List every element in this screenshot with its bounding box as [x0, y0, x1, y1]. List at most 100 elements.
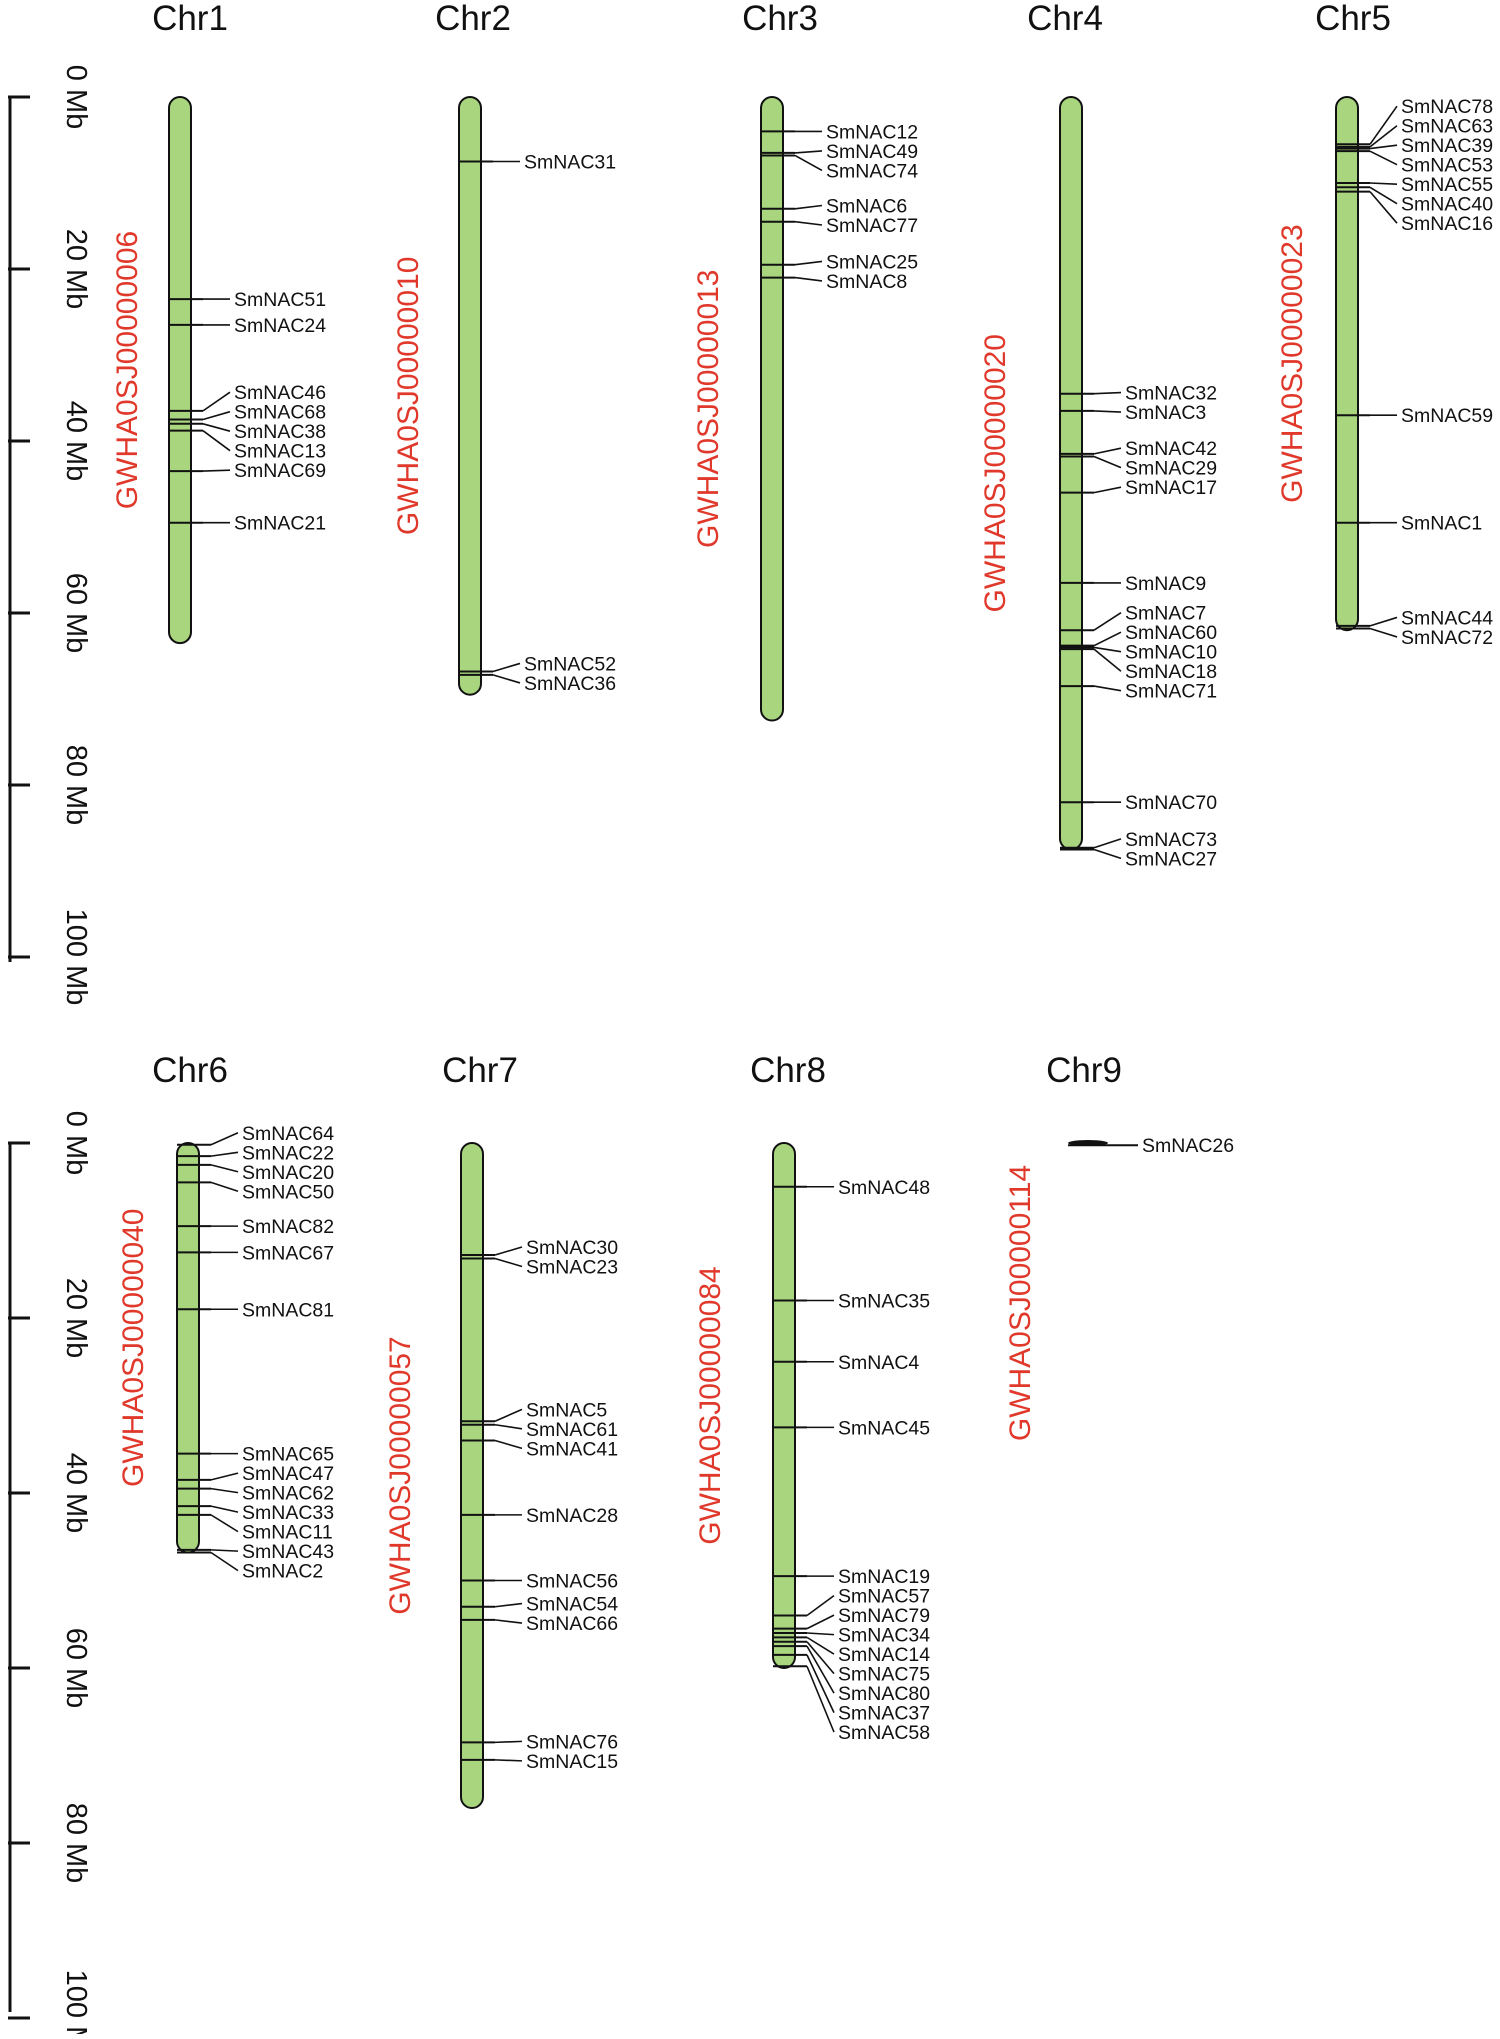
- gene-label: SmNAC24: [234, 315, 326, 337]
- gene-connector: [210, 1132, 239, 1146]
- gene-label: SmNAC4: [838, 1352, 919, 1374]
- gene-connector: [1369, 125, 1398, 148]
- gene-label: SmNAC33: [242, 1502, 334, 1524]
- scale-tick-label: 20 Mb: [60, 229, 92, 310]
- gene-label: SmNAC78: [1401, 96, 1493, 118]
- chromosome-body: [1335, 96, 1359, 632]
- chromosome-title: Chr7: [442, 1051, 518, 1090]
- gene-label: SmNAC13: [234, 441, 326, 463]
- gene-label: SmNAC66: [526, 1613, 618, 1635]
- gene-connector: [494, 1619, 523, 1624]
- gene-connector: [494, 1602, 523, 1608]
- gene-label: SmNAC23: [526, 1257, 618, 1279]
- gene-label: SmNAC49: [826, 141, 918, 163]
- chromosome-title: Chr1: [152, 0, 228, 38]
- gene-label: SmNAC6: [826, 196, 907, 218]
- gene-connector: [806, 1641, 835, 1675]
- gene-connector: [202, 469, 231, 472]
- chromosome-title: Chr3: [742, 0, 818, 38]
- gene-label: SmNAC61: [526, 1419, 618, 1441]
- scale-tick-label: 100 Mb: [60, 909, 92, 1006]
- scale-tick-label: 100 Mb: [60, 1970, 92, 2034]
- gene-label: SmNAC31: [524, 152, 616, 174]
- gene-connector: [494, 1740, 523, 1744]
- gene-connector: [210, 1181, 239, 1193]
- gene-connector: [1093, 646, 1122, 653]
- gene-connector: [202, 391, 231, 412]
- gene-label: SmNAC16: [1401, 213, 1493, 235]
- gene-label: SmNAC7: [1125, 603, 1206, 625]
- gene-connector: [210, 1472, 239, 1481]
- gene-label: SmNAC73: [1125, 829, 1217, 851]
- scale-tick-label: 60 Mb: [60, 1628, 92, 1709]
- gene-connector: [210, 1151, 239, 1157]
- gene-connector: [806, 1636, 835, 1655]
- gene-connector: [1369, 182, 1398, 185]
- gene-connector: [1369, 616, 1398, 627]
- gene-connector: [794, 154, 823, 172]
- gene-label: SmNAC70: [1125, 792, 1217, 814]
- gene-label: SmNAC14: [838, 1644, 930, 1666]
- gene-connector: [1369, 191, 1398, 224]
- gene-label: SmNAC20: [242, 1162, 334, 1184]
- gene-label: SmNAC59: [1401, 405, 1493, 427]
- gene-label: SmNAC45: [838, 1417, 930, 1439]
- gene-label: SmNAC71: [1125, 681, 1217, 703]
- gene-label: SmNAC5: [526, 1399, 607, 1421]
- gene-connector: [1093, 486, 1122, 494]
- gene-connector: [794, 276, 823, 282]
- gene-label: SmNAC38: [234, 421, 326, 443]
- gene-connector: [806, 1632, 835, 1636]
- gene-connector: [1093, 838, 1122, 849]
- gene-connector: [494, 1759, 523, 1762]
- chromosome-title: Chr9: [1046, 1051, 1122, 1090]
- gene-label: SmNAC53: [1401, 155, 1493, 177]
- gene-label: SmNAC43: [242, 1541, 334, 1563]
- chromosome-body: [772, 1142, 796, 1669]
- gene-label: SmNAC34: [838, 1625, 930, 1647]
- gene-label: SmNAC8: [826, 271, 907, 293]
- gene-label: SmNAC57: [838, 1586, 930, 1608]
- gene-label: SmNAC15: [526, 1751, 618, 1773]
- gene-connector: [806, 1654, 835, 1713]
- chromosome-body: [1059, 96, 1083, 851]
- gene-label: SmNAC67: [242, 1242, 334, 1264]
- scale-tick-label: 20 Mb: [60, 1278, 92, 1359]
- gene-connector: [210, 1505, 239, 1513]
- chromosome-body: [460, 1142, 484, 1809]
- gene-connector: [1369, 144, 1398, 150]
- gene-connector: [202, 430, 231, 452]
- gene-label: SmNAC40: [1401, 194, 1493, 216]
- gene-connector: [210, 1551, 239, 1572]
- gene-label: SmNAC41: [526, 1438, 618, 1460]
- gene-connector: [1369, 105, 1398, 145]
- gene-label: SmNAC21: [234, 513, 326, 535]
- gene-connector: [794, 204, 823, 210]
- gene-label: SmNAC81: [242, 1299, 334, 1321]
- gene-connector: [1369, 627, 1398, 638]
- gene-label: SmNAC63: [1401, 116, 1493, 138]
- gene-connector: [794, 260, 823, 266]
- gene-connector: [494, 1423, 523, 1430]
- gene-label: SmNAC2: [242, 1561, 323, 1583]
- gene-label: SmNAC79: [838, 1605, 930, 1627]
- gene-label: SmNAC60: [1125, 622, 1217, 644]
- chromosome-title: Chr8: [750, 1051, 826, 1090]
- gene-label: SmNAC76: [526, 1731, 618, 1753]
- gene-connector: [806, 1645, 835, 1694]
- scale-tick-label: 80 Mb: [60, 745, 92, 826]
- gene-label: SmNAC28: [526, 1505, 618, 1527]
- chromosome-title: Chr5: [1315, 0, 1391, 38]
- gene-connector: [1369, 150, 1398, 166]
- gene-label: SmNAC10: [1125, 642, 1217, 664]
- gene-label: SmNAC69: [234, 460, 326, 482]
- gene-label: SmNAC37: [838, 1703, 930, 1725]
- gene-label: SmNAC46: [234, 382, 326, 404]
- gene-label: SmNAC1: [1401, 513, 1482, 535]
- gene-connector: [1369, 186, 1398, 205]
- gene-label: SmNAC47: [242, 1463, 334, 1485]
- gene-connector: [1093, 455, 1122, 469]
- scale-tick-label: 60 Mb: [60, 573, 92, 654]
